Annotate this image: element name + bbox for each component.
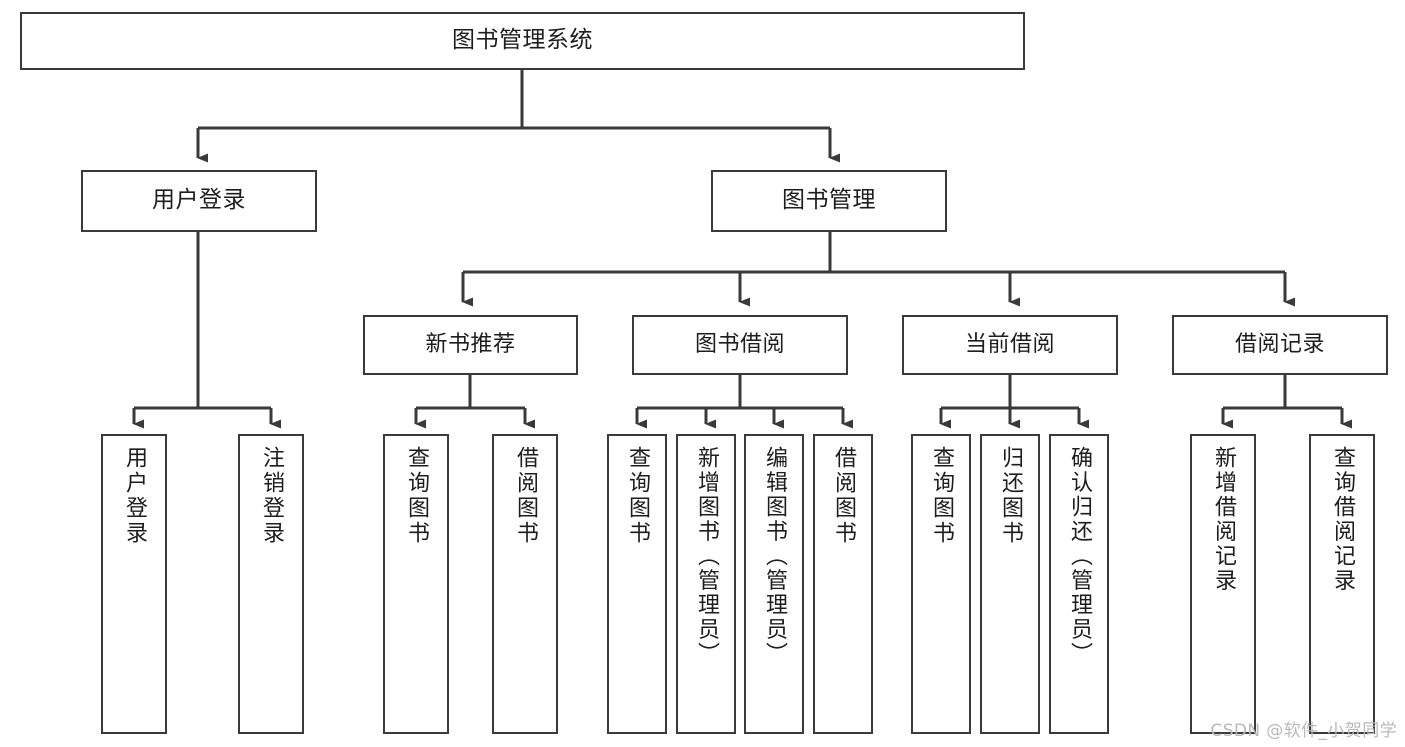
leaf-add-book-admin[interactable]: 新增图书（管理员） (676, 434, 736, 734)
leaf-add-borrow-record[interactable]: 新增借阅记录 (1190, 434, 1256, 734)
node-new-book-recommendation[interactable]: 新书推荐 (363, 315, 578, 375)
leaf-confirm-return-admin-label: 确认归还（管理员） (1067, 446, 1092, 667)
leaf-user-login-label: 用户登录 (122, 446, 147, 546)
node-book-borrowing-label: 图书借阅 (694, 332, 785, 358)
node-borrowing-record[interactable]: 借阅记录 (1172, 315, 1388, 375)
leaf-borrow-book-borrow[interactable]: 借阅图书 (813, 434, 873, 734)
leaf-add-book-admin-label: 新增图书（管理员） (694, 446, 719, 667)
node-user-login-label: 用户登录 (152, 187, 246, 214)
leaf-return-book[interactable]: 归还图书 (980, 434, 1040, 734)
node-current-borrowing-label: 当前借阅 (964, 332, 1055, 358)
leaf-borrow-book-new-label: 借阅图书 (513, 446, 538, 546)
leaf-user-login[interactable]: 用户登录 (101, 434, 167, 734)
node-user-login[interactable]: 用户登录 (81, 170, 317, 232)
leaf-query-borrow-record-label: 查询借阅记录 (1330, 446, 1355, 593)
leaf-query-book-borrow-label: 查询图书 (625, 446, 650, 546)
node-new-book-recommendation-label: 新书推荐 (425, 332, 516, 358)
leaf-logout-label: 注销登录 (259, 446, 284, 546)
node-book-borrowing[interactable]: 图书借阅 (632, 315, 848, 375)
leaf-confirm-return-admin[interactable]: 确认归还（管理员） (1049, 434, 1109, 734)
leaf-edit-book-admin[interactable]: 编辑图书（管理员） (744, 434, 804, 734)
leaf-query-book-borrow[interactable]: 查询图书 (607, 434, 667, 734)
leaf-query-book-current[interactable]: 查询图书 (911, 434, 971, 734)
node-book-management-label: 图书管理 (782, 187, 876, 214)
leaf-query-book-new-label: 查询图书 (404, 446, 429, 546)
leaf-query-book-new[interactable]: 查询图书 (383, 434, 449, 734)
leaf-query-borrow-record[interactable]: 查询借阅记录 (1309, 434, 1375, 734)
leaf-return-book-label: 归还图书 (998, 446, 1023, 546)
node-root-book-management-system[interactable]: 图书管理系统 (20, 12, 1025, 70)
leaf-add-borrow-record-label: 新增借阅记录 (1211, 446, 1236, 593)
node-current-borrowing[interactable]: 当前借阅 (902, 315, 1118, 375)
node-root-label: 图书管理系统 (452, 27, 593, 54)
leaf-borrow-book-borrow-label: 借阅图书 (831, 446, 856, 546)
leaf-borrow-book-new[interactable]: 借阅图书 (492, 434, 558, 734)
node-book-management[interactable]: 图书管理 (711, 170, 947, 232)
leaf-query-book-current-label: 查询图书 (929, 446, 954, 546)
leaf-logout[interactable]: 注销登录 (238, 434, 304, 734)
leaf-edit-book-admin-label: 编辑图书（管理员） (762, 446, 787, 667)
node-borrowing-record-label: 借阅记录 (1234, 332, 1325, 358)
